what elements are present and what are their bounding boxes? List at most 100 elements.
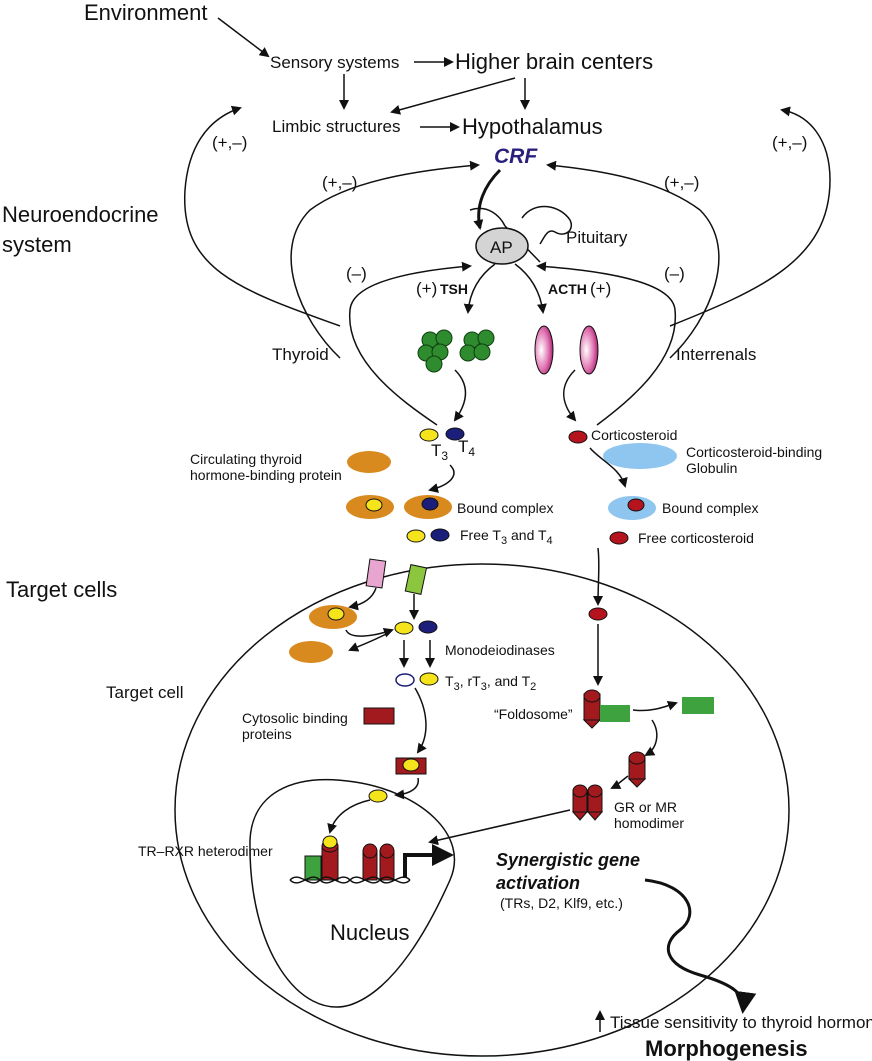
interrenals-label: Interrenals: [676, 345, 756, 364]
synergistic-label-line3: (TRs, D2, Klf9, etc.): [500, 895, 623, 911]
cbg-label-line1: Corticosteroid-binding: [686, 444, 822, 460]
tr-bound-t3: [322, 835, 338, 849]
corticosteroid-molecule: [568, 430, 588, 444]
tissue-sensitivity-label: Tissue sensitivity to thyroid hormones: [610, 1013, 872, 1032]
thyroid-label: Thyroid: [272, 345, 329, 364]
intracellular-binding-protein: [289, 641, 333, 663]
target-cell-label: Target cell: [106, 683, 183, 702]
t3-rt3-t2-label: T3, rT3, and T2: [445, 673, 536, 693]
arrow-outer-right-feedback: [669, 106, 831, 327]
free-t3-t4-label: Free T3 and T4: [460, 527, 553, 547]
t3-label: T3: [431, 441, 448, 463]
higher-brain-centers-label: Higher brain centers: [455, 49, 653, 74]
cytosolic-bound-t3: [402, 758, 420, 772]
circulating-binding-protein-label-line1: Circulating thyroid: [190, 451, 302, 467]
feedback-minus-left-label: (–): [346, 264, 367, 283]
t3-molecule: [419, 428, 439, 442]
rxr-receptor: [304, 855, 322, 881]
feedback-outer-right-label: (+,–): [772, 133, 807, 152]
t4-molecule: [445, 427, 465, 441]
bound-corticosteroid-molecule: [627, 498, 645, 512]
arrow-ap-to-thyroid: [463, 263, 496, 314]
arrow-minus-left-feedback: [349, 261, 472, 426]
bound-complex-right-label: Bound complex: [662, 500, 759, 516]
arrow-pink-transporter-in: [348, 587, 377, 611]
arrow-to-morphogenesis: [644, 878, 757, 1014]
foldosome-hsp: [600, 705, 630, 722]
free-corticosteroid-molecule: [609, 531, 629, 545]
feedback-outer-left-label: (+,–): [212, 133, 247, 152]
transcription-start-arrow: [403, 844, 454, 878]
tr-rxr-label: TR–RXR heterodimer: [138, 843, 273, 859]
arrow-foldosome-to-receptor: [644, 719, 658, 757]
cytosolic-binding-protein: [363, 707, 395, 725]
morphogenesis-label: Morphogenesis: [645, 1036, 808, 1061]
thyroid-follicle-cluster-1: [417, 329, 453, 373]
t3-t2-molecule: [419, 672, 439, 686]
tsh-plus-label: (+): [416, 279, 437, 298]
nuclear-t3-molecule: [368, 789, 388, 803]
hypothalamus-label: Hypothalamus: [462, 114, 603, 139]
cbg-label-line2: Globulin: [686, 460, 737, 476]
foldosome-receptor: [582, 689, 602, 729]
free-t3-molecule: [406, 529, 426, 543]
interrenal-cell-2: [579, 325, 599, 375]
t4-label: T4: [458, 437, 475, 459]
arrow-interrenal-to-corticosteroid: [563, 369, 577, 422]
arrow-higher-to-limbic: [390, 77, 516, 115]
acth-label: ACTH: [548, 281, 587, 297]
bound-t4-molecule: [421, 497, 439, 511]
arrow-minus-right-feedback: [536, 261, 676, 426]
target-cell-membrane: [174, 563, 790, 1057]
limbic-structures-label: Limbic structures: [272, 117, 400, 136]
nucleus-membrane: [249, 778, 456, 1008]
cell-t3-molecule: [394, 621, 414, 635]
foldosome-label: “Foldosome”: [494, 706, 573, 722]
thyroid-follicle-cluster-2: [459, 329, 495, 362]
arrow-dimer-to-nucleus: [428, 809, 571, 846]
corticosteroid-binding-globulin: [603, 443, 677, 469]
arrow-hsp-release: [632, 700, 678, 712]
arrow-thyroid-to-hormones: [453, 369, 467, 422]
bound-t3-molecule: [365, 498, 383, 512]
feedback-inner-left-label: (+,–): [322, 173, 357, 192]
cytosolic-binding-label-line2: proteins: [242, 726, 292, 742]
arrow-crf-to-ap: [473, 168, 502, 230]
arrow-t3-to-cytosolic: [414, 687, 427, 754]
feedback-inner-right-label: (+,–): [664, 173, 699, 192]
feedback-minus-right-label: (–): [664, 264, 685, 283]
corticosteroid-label: Corticosteroid: [591, 427, 677, 443]
acth-plus-label: (+): [590, 279, 611, 298]
arrow-inner-right-feedback: [546, 160, 720, 359]
transporter-pink: [365, 558, 387, 589]
arrow-binding-release: [345, 627, 394, 638]
cell-t4-molecule: [418, 620, 438, 634]
pituitary-outline: [521, 205, 572, 245]
circulating-binding-protein-label-line2: hormone-binding protein: [190, 467, 342, 483]
gr-dna-dimer: [362, 843, 395, 881]
environment-label: Environment: [84, 0, 208, 25]
synergistic-label-line2: activation: [496, 873, 580, 893]
arrow-outer-left-feedback: [184, 105, 341, 327]
tsh-label: TSH: [440, 281, 468, 297]
activated-receptor: [627, 751, 647, 788]
arrow-ap-to-interrenals: [514, 263, 547, 314]
arrow-to-binding-protein: [348, 632, 389, 652]
crf-label: CRF: [494, 145, 538, 168]
pituitary-stalk-left: [469, 207, 506, 227]
arrow-t3-to-receptor: [327, 799, 371, 834]
transporter-green: [404, 564, 428, 595]
arrow-corticosteroid-to-bound-complex: [589, 447, 628, 488]
arrow-hormones-to-bound-complex: [428, 464, 455, 493]
cell-corticosteroid-molecule: [588, 607, 608, 621]
synergistic-label-line1: Synergistic gene: [496, 850, 640, 870]
pituitary-label: Pituitary: [566, 228, 628, 247]
target-cells-label: Target cells: [6, 577, 117, 602]
neuroendocrine-label-line1: Neuroendocrine: [2, 202, 159, 227]
interrenal-cell-1: [534, 325, 554, 375]
free-corticosteroid-label: Free corticosteroid: [638, 530, 754, 546]
monodeiodinases-label: Monodeiodinases: [445, 642, 555, 658]
arrow-receptor-to-dimer: [610, 775, 629, 789]
released-hsp: [682, 697, 714, 714]
